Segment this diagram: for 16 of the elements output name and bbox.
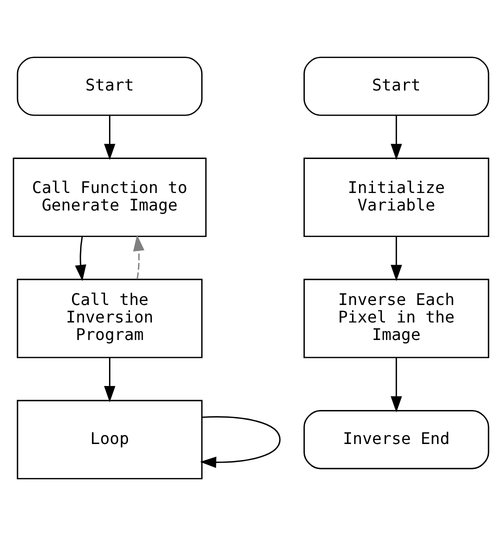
arrow (133, 234, 144, 280)
arrow (200, 416, 281, 468)
node-box: Inverse Each Pixel in the Image (303, 278, 490, 358)
node-box: Start (303, 56, 490, 116)
node-box: Call the Inversion Program (16, 278, 203, 358)
arrow (104, 358, 116, 402)
arrow (104, 116, 116, 160)
node-box: Inverse End (303, 410, 490, 470)
arrow (390, 358, 402, 412)
arrow (390, 116, 402, 160)
arrow (74, 236, 86, 282)
node-box: Start (16, 56, 203, 116)
node-box: Call Function to Generate Image (12, 158, 207, 238)
node-box: Loop (16, 400, 203, 480)
node-box: Initialize Variable (303, 158, 490, 238)
arrow (390, 236, 402, 282)
